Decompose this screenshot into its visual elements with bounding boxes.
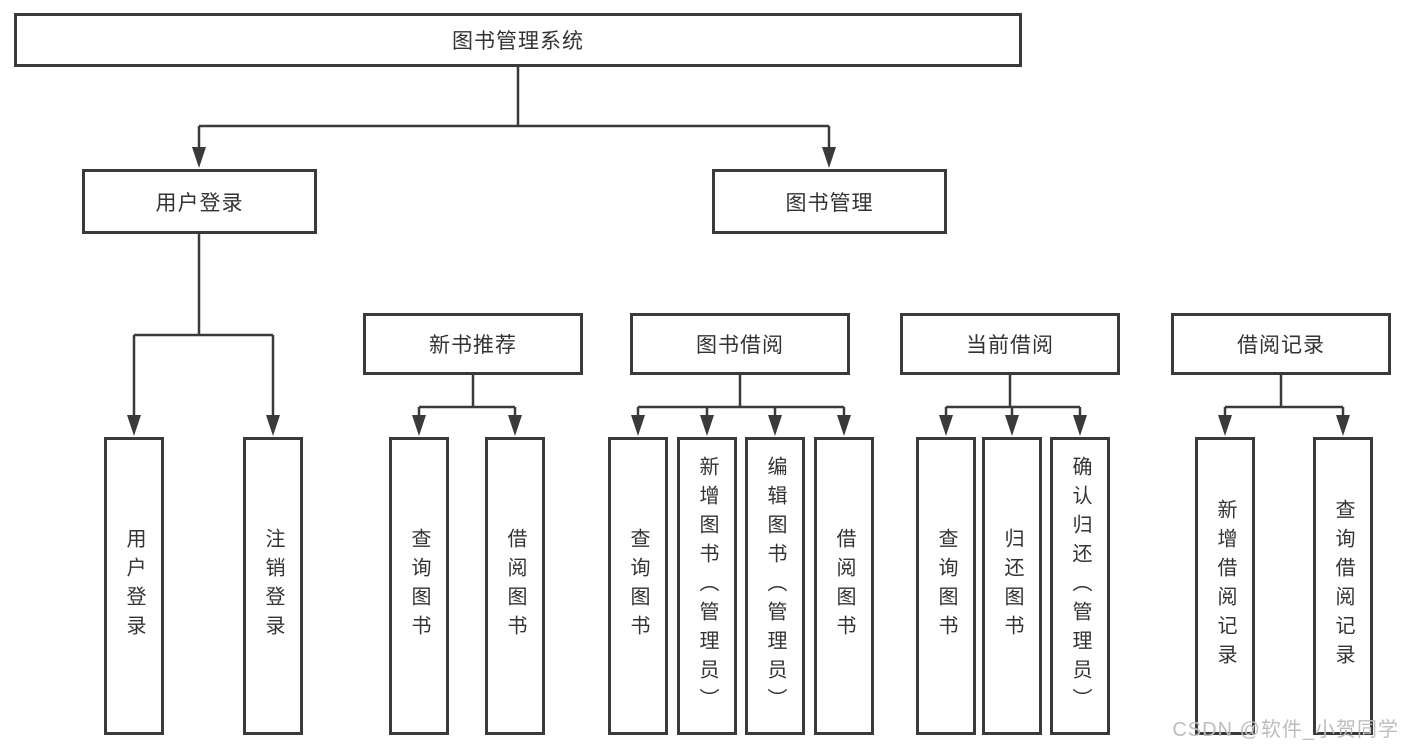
node-borrowing-records: 借阅记录 [1171, 313, 1391, 375]
node-user-login-label: 用户登录 [155, 191, 244, 215]
node-book-management: 图书管理 [712, 169, 947, 234]
node-new-book-recommend-label: 新书推荐 [429, 334, 517, 357]
connector-current-borrowing-subtree [944, 375, 1082, 417]
leaf-recommend-borrow-books-label: 借阅图书 [504, 528, 526, 644]
leaf-recommend-borrow-books: 借阅图书 [485, 437, 545, 735]
node-user-login: 用户登录 [82, 169, 317, 234]
node-book-borrowing-label: 图书借阅 [696, 334, 784, 357]
node-new-book-recommend: 新书推荐 [363, 313, 583, 375]
leaf-borrowing-borrow-books: 借阅图书 [814, 437, 874, 735]
leaf-borrowing-query-books-label: 查询图书 [627, 528, 649, 644]
arrowheads [127, 147, 1350, 436]
node-book-borrowing: 图书借阅 [630, 313, 850, 375]
leaf-logout: 注销登录 [243, 437, 303, 735]
node-root-label: 图书管理系统 [452, 30, 584, 53]
leaf-borrowing-edit-books-admin-label: 编辑图书（管理员） [764, 455, 786, 717]
leaf-borrowing-add-books-admin: 新增图书（管理员） [677, 437, 737, 735]
leaf-user-login: 用户登录 [104, 437, 164, 735]
node-borrowing-records-label: 借阅记录 [1237, 334, 1325, 357]
node-book-management-label: 图书管理 [785, 191, 874, 215]
leaf-current-query-books-label: 查询图书 [935, 528, 957, 644]
leaf-records-add-record-label: 新增借阅记录 [1214, 499, 1236, 673]
leaf-current-confirm-return-admin: 确认归还（管理员） [1050, 437, 1110, 735]
node-root: 图书管理系统 [14, 13, 1022, 67]
leaf-records-query-record: 查询借阅记录 [1313, 437, 1373, 735]
connector-book-borrowing-subtree [636, 375, 846, 417]
leaf-user-login-label: 用户登录 [123, 528, 145, 644]
leaf-borrowing-query-books: 查询图书 [608, 437, 668, 735]
connector-user-login-subtree [132, 234, 275, 417]
leaf-current-return-books: 归还图书 [982, 437, 1042, 735]
leaf-borrowing-add-books-admin-label: 新增图书（管理员） [696, 455, 718, 717]
node-current-borrowing: 当前借阅 [900, 313, 1120, 375]
leaf-records-add-record: 新增借阅记录 [1195, 437, 1255, 735]
leaf-borrowing-borrow-books-label: 借阅图书 [833, 528, 855, 644]
node-current-borrowing-label: 当前借阅 [966, 334, 1054, 357]
connector-new-book-recommend-subtree [417, 375, 517, 417]
leaf-borrowing-edit-books-admin: 编辑图书（管理员） [745, 437, 805, 735]
watermark: CSDN @软件_小贺同学 [1172, 719, 1399, 741]
connector-borrowing-records-subtree [1223, 375, 1345, 417]
leaf-logout-label: 注销登录 [262, 528, 284, 644]
leaf-current-return-books-label: 归还图书 [1001, 528, 1023, 644]
leaf-current-confirm-return-admin-label: 确认归还（管理员） [1069, 455, 1091, 717]
leaf-recommend-query-books-label: 查询图书 [408, 528, 430, 644]
connector-root-to-level2 [197, 66, 831, 149]
leaf-current-query-books: 查询图书 [916, 437, 976, 735]
leaf-recommend-query-books: 查询图书 [389, 437, 449, 735]
leaf-records-query-record-label: 查询借阅记录 [1332, 499, 1354, 673]
